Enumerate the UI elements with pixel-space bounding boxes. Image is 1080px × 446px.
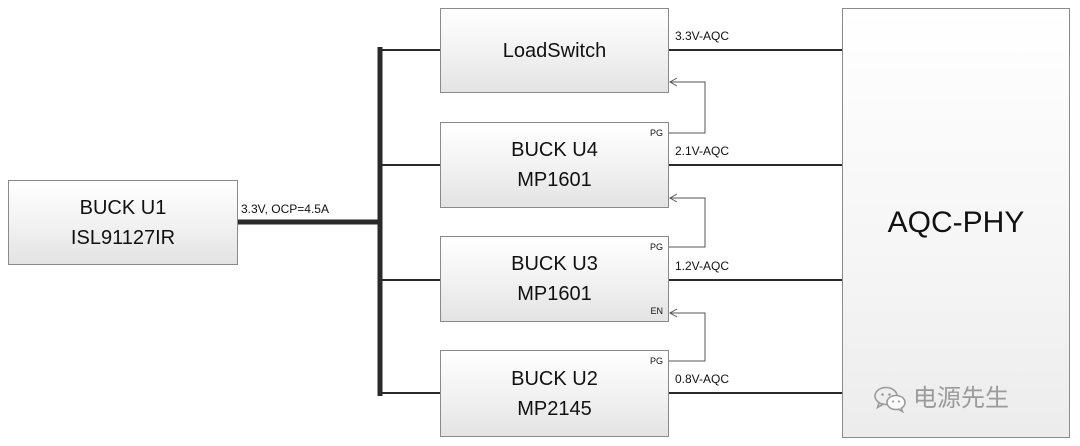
loadswitch-block: LoadSwitch [440, 8, 669, 93]
buck-u4-part: MP1601 [517, 169, 592, 191]
buck-u3-title: BUCK U3 [511, 253, 598, 275]
aqc-phy-block: AQC-PHY [842, 8, 1070, 438]
watermark-text: 电源先生 [913, 385, 1009, 412]
watermark: 电源先生 [873, 385, 1009, 413]
buck-u4-output-label: 2.1V-AQC [675, 144, 730, 158]
buck-u3-output-label: 1.2V-AQC [675, 259, 730, 273]
buck-u3-pg-pin: PG [649, 242, 663, 252]
buck-u1-block: BUCK U1 ISL91127IR [8, 180, 238, 265]
loadswitch-output-label: 3.3V-AQC [675, 29, 730, 43]
buck-u4-pg-pin: PG [649, 128, 663, 138]
source-output-label: 3.3V, OCP=4.5A [241, 202, 329, 216]
buck-u1-title: BUCK U1 [79, 196, 167, 219]
buck-u4-block: BUCK U4 MP1601 PG [440, 122, 669, 208]
aqc-phy-title: AQC-PHY [887, 206, 1025, 239]
buck-u2-pg-pin: PG [649, 356, 663, 366]
pg-loop-u4-to-loadswitch [668, 77, 706, 134]
buck-u2-title: BUCK U2 [511, 367, 598, 390]
wechat-icon [873, 385, 907, 413]
pg-loop-u3-to-u4 [668, 193, 706, 248]
buck-u3-part: MP1601 [517, 283, 592, 305]
buck-u3-block: BUCK U3 MP1601 PG EN [440, 236, 669, 322]
buck-u2-block: BUCK U2 MP2145 PG [440, 350, 669, 437]
buck-u2-output-label: 0.8V-AQC [675, 372, 730, 386]
loadswitch-title: LoadSwitch [502, 39, 607, 62]
buck-u2-part: MP2145 [517, 397, 592, 420]
buck-u1-part: ISL91127IR [70, 226, 176, 249]
buck-u3-en-pin: EN [650, 306, 663, 316]
pg-loop-u2-to-u3-en [668, 308, 706, 362]
buck-u4-title: BUCK U4 [511, 139, 598, 161]
